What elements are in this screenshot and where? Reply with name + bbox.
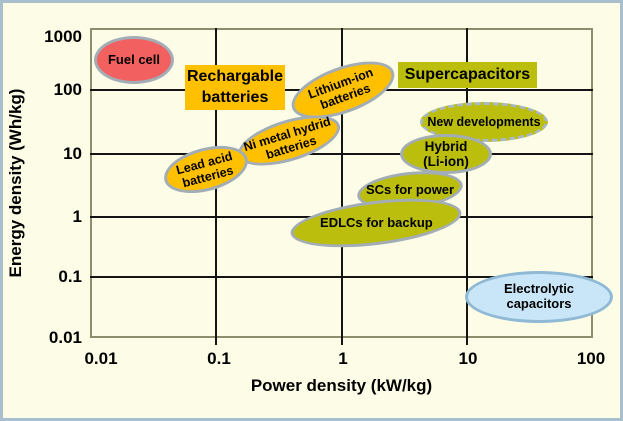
y-tick-10: 10 [63, 144, 82, 163]
gridline-x-10 [466, 28, 468, 338]
y-tick-0-1: 0.1 [58, 267, 82, 286]
y-tick-100: 100 [53, 80, 82, 99]
x-tick-1: 1 [338, 349, 348, 368]
x-axis-title: Power density (kW/kg) [250, 376, 433, 395]
region-electrolytic-capacitors: Electrolytic capacitors [465, 271, 613, 323]
region-edlcs-for-backup-label: EDLCs for backup [319, 214, 433, 230]
y-tick-1000: 1000 [44, 27, 82, 46]
gridline-x-1 [341, 28, 343, 338]
x-tickmark-1 [341, 336, 343, 345]
region-hybrid-li-ion: Hybrid (Li-ion) [400, 134, 492, 174]
x-tick-10: 10 [458, 349, 478, 368]
y-axis-title: Energy density (Wh/kg) [6, 88, 25, 278]
x-tick-0-1: 0.1 [207, 349, 231, 368]
region-fuel-cell: Fuel cell [94, 36, 174, 84]
x-tickmark-0-1 [215, 336, 217, 345]
label-supercapacitors: Supercapacitors [398, 62, 537, 88]
x-tick-100: 100 [576, 349, 606, 368]
region-scs-for-power-label: SCs for power [365, 182, 455, 198]
label-rechargable-batteries: Rechargable batteries [185, 65, 285, 110]
y-tick-0-01: 0.01 [48, 328, 82, 347]
x-tick-0-01: 0.01 [84, 349, 118, 368]
y-tick-1: 1 [72, 207, 82, 226]
x-tickmark-10 [466, 336, 468, 345]
